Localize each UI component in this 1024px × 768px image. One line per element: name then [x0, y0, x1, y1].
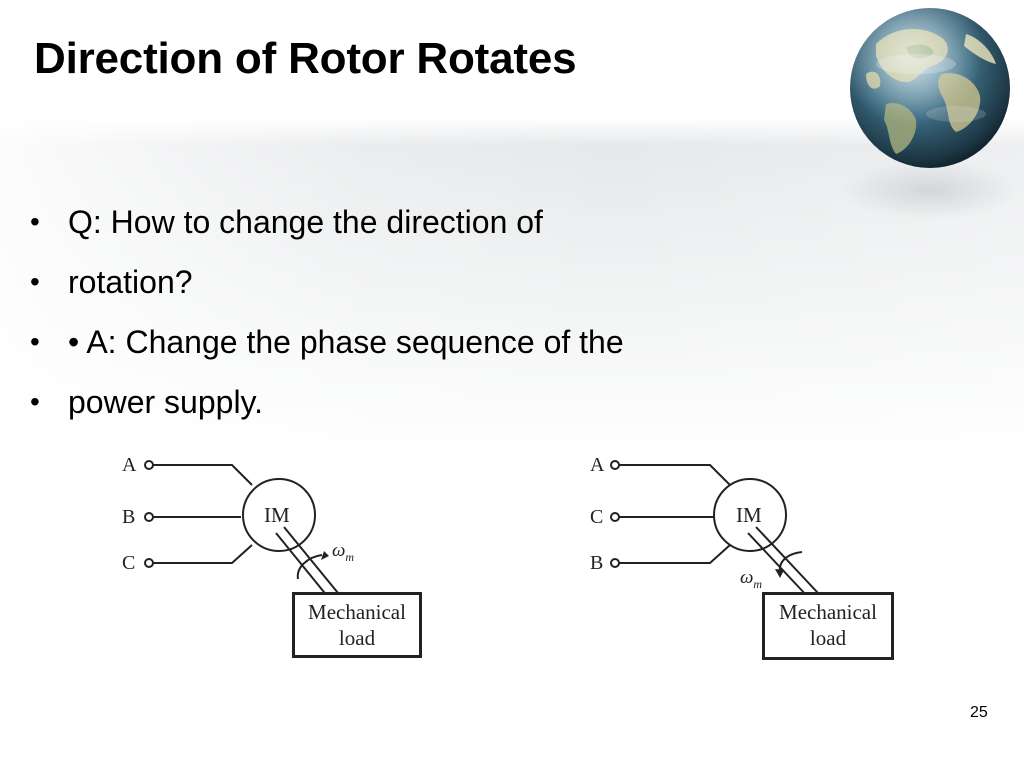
terminal-label-2: B	[122, 506, 136, 528]
load-label-line1: Mechanical	[308, 600, 406, 624]
terminal-label-1: A	[122, 454, 137, 476]
bullet-item: Q: How to change the direction of	[30, 192, 810, 252]
supply-line	[153, 544, 253, 564]
terminal-circle	[144, 460, 154, 470]
rotation-arrowhead	[321, 551, 329, 560]
motor-wiring-svg	[610, 460, 819, 598]
load-label-line1: Mechanical	[779, 600, 877, 624]
rotation-arrow-arc	[296, 554, 323, 580]
globe-icon	[850, 8, 1010, 168]
rotation-arrowhead	[775, 569, 784, 578]
terminal-circle	[144, 558, 154, 568]
slide-title: Direction of Rotor Rotates	[34, 34, 577, 83]
bullet-item: power supply.	[30, 372, 810, 432]
induction-motor-circle	[242, 478, 316, 552]
terminal-label-2: C	[590, 506, 604, 528]
shaft-line	[747, 532, 809, 598]
shaft-line	[755, 526, 819, 594]
supply-line	[153, 464, 253, 486]
terminal-circle	[610, 460, 620, 470]
terminal-label-3: B	[590, 552, 604, 574]
motor-wiring-svg	[144, 460, 339, 598]
speed-label: ωm	[332, 540, 355, 564]
mechanical-load-box: Mechanical load	[292, 592, 422, 658]
speed-label: ωm	[740, 567, 763, 591]
bullet-item: • A: Change the phase sequence of the	[30, 312, 810, 372]
induction-motor-circle	[713, 478, 787, 552]
motor-label: IM	[264, 503, 290, 527]
load-label-line2: load	[809, 626, 847, 650]
terminal-label-3: C	[122, 552, 136, 574]
motor-label: IM	[736, 503, 762, 527]
terminal-label-1: A	[590, 454, 605, 476]
shaft-line	[283, 526, 339, 594]
motor-diagram-original-sequence: A B C IM ωm Mechanical load	[116, 447, 446, 669]
bullet-item: rotation?	[30, 252, 810, 312]
mechanical-load-box: Mechanical load	[762, 592, 894, 660]
supply-line	[619, 544, 731, 564]
motor-diagram-swapped-sequence: A C B IM ωm Mechanical load	[572, 450, 906, 672]
bullet-list: Q: How to change the direction of rotati…	[30, 192, 810, 432]
globe-shadow	[840, 160, 1020, 220]
terminal-circle	[610, 558, 620, 568]
terminal-circle	[610, 512, 620, 522]
supply-line	[619, 464, 731, 486]
page-number: 25	[970, 704, 988, 721]
terminal-circle	[144, 512, 154, 522]
load-label-line2: load	[338, 626, 376, 650]
